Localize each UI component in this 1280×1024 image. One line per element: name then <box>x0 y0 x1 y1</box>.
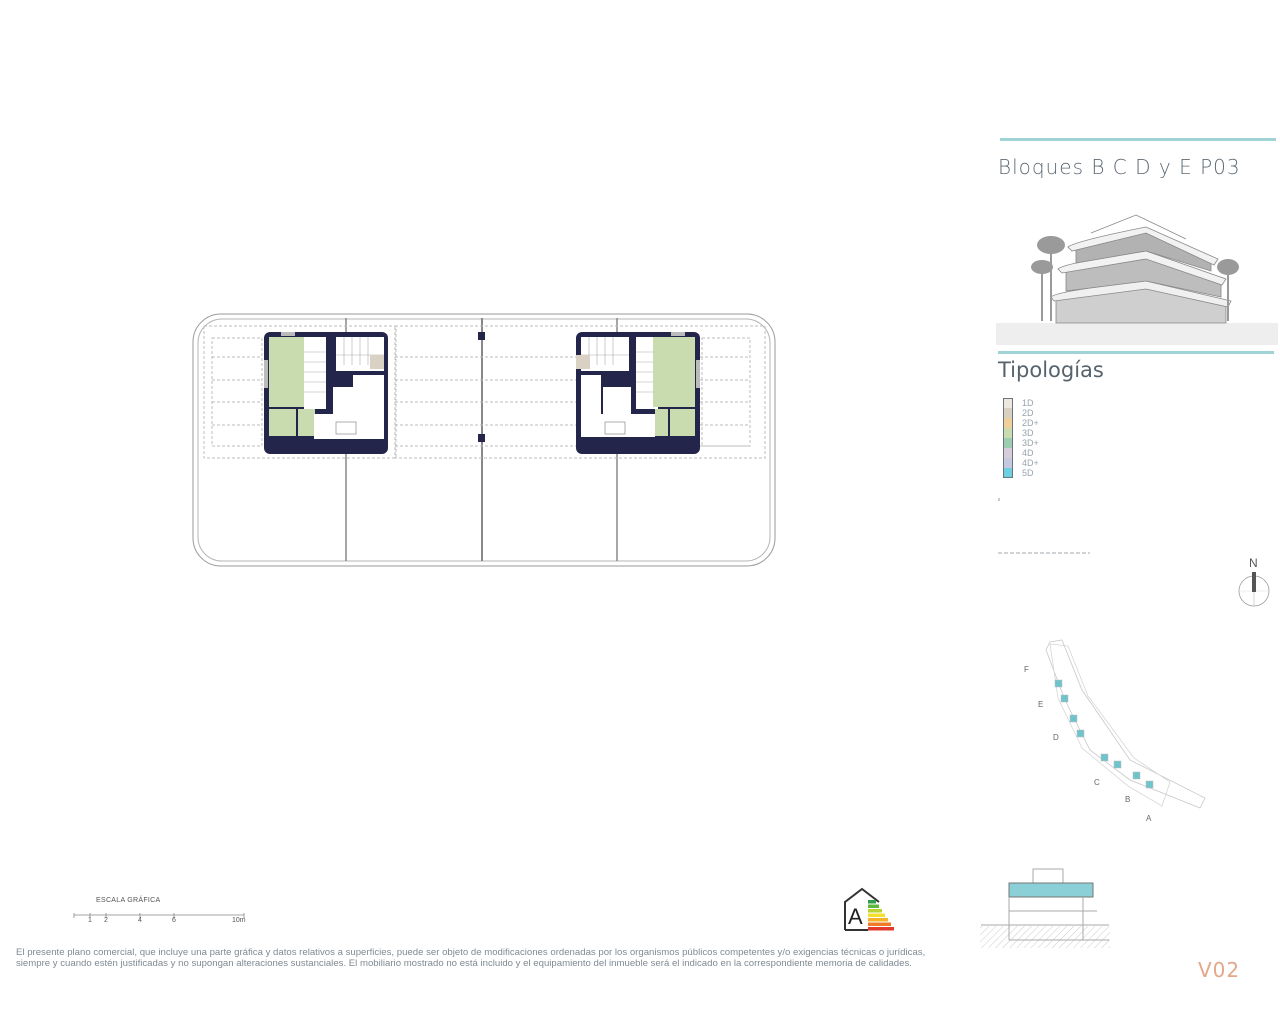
elevation-key <box>975 862 1125 954</box>
legend-item-3d: 3D <box>1003 428 1039 438</box>
legend-label: 3D <box>1022 428 1034 438</box>
scale-title: ESCALA GRÁFICA <box>96 897 161 904</box>
legend-label: 4D+ <box>1022 458 1039 468</box>
legend-item-1d: 1D <box>1003 398 1039 408</box>
compass-icon <box>1238 572 1270 607</box>
energy-grade: A <box>848 904 863 929</box>
typologies-legend: 1D 2D 2D+ 3D 3D+ 4D 4D+ 5D <box>1003 398 1039 478</box>
faint-mark <box>998 498 1000 501</box>
swatch-4d <box>1003 448 1013 458</box>
site-block-d: D <box>1053 733 1059 742</box>
swatch-3d-plus <box>1003 438 1013 448</box>
legend-label: 1D <box>1022 398 1034 408</box>
title-rule <box>1000 138 1276 141</box>
building-illustration <box>996 205 1278 350</box>
energy-rating: A <box>842 886 898 934</box>
typologies-rule <box>998 351 1274 354</box>
floor-plan <box>190 310 780 572</box>
site-block-c: C <box>1094 778 1100 787</box>
core-right <box>576 332 700 454</box>
swatch-4d-plus <box>1003 458 1013 468</box>
energy-house-icon <box>844 887 894 931</box>
scale-tick: 4 <box>138 917 142 924</box>
site-block-e: E <box>1038 700 1043 709</box>
scale-tick: 6 <box>172 917 176 924</box>
legend-label: 2D <box>1022 408 1034 418</box>
page-title: Bloques B C D y E P03 <box>998 155 1241 179</box>
swatch-2d-plus <box>1003 418 1013 428</box>
site-block-f: F <box>1024 665 1029 674</box>
legend-item-5d: 5D <box>1003 468 1039 478</box>
site-block-b: B <box>1125 795 1130 804</box>
swatch-5d <box>1003 468 1013 478</box>
site-block-a: A <box>1146 814 1152 823</box>
legend-item-4d: 4D <box>1003 448 1039 458</box>
legend-item-3d-plus: 3D+ <box>1003 438 1039 448</box>
core-left <box>264 332 388 454</box>
north-compass: N <box>1238 556 1272 608</box>
faint-caption-line <box>998 552 1090 554</box>
site-plan: F E D C B A <box>1010 630 1210 830</box>
scale-tick: 2 <box>104 917 108 924</box>
north-label: N <box>1249 556 1258 570</box>
version-label: V02 <box>1198 958 1241 982</box>
legend-item-2d: 2D <box>1003 408 1039 418</box>
legend-label: 2D+ <box>1022 418 1039 428</box>
legal-disclaimer: El presente plano comercial, que incluye… <box>16 947 926 969</box>
legend-item-4d-plus: 4D+ <box>1003 458 1039 468</box>
legend-item-2d-plus: 2D+ <box>1003 418 1039 428</box>
typologies-heading: Tipologías <box>998 358 1104 382</box>
scale-tick: 1 <box>88 917 92 924</box>
swatch-3d <box>1003 428 1013 438</box>
legend-label: 4D <box>1022 448 1034 458</box>
legend-label: 3D+ <box>1022 438 1039 448</box>
legend-label: 5D <box>1022 468 1034 478</box>
scale-tick: 10m <box>232 917 246 924</box>
swatch-2d <box>1003 408 1013 418</box>
swatch-1d <box>1003 398 1013 408</box>
scale-bar: 1 2 4 6 10m <box>72 910 252 928</box>
